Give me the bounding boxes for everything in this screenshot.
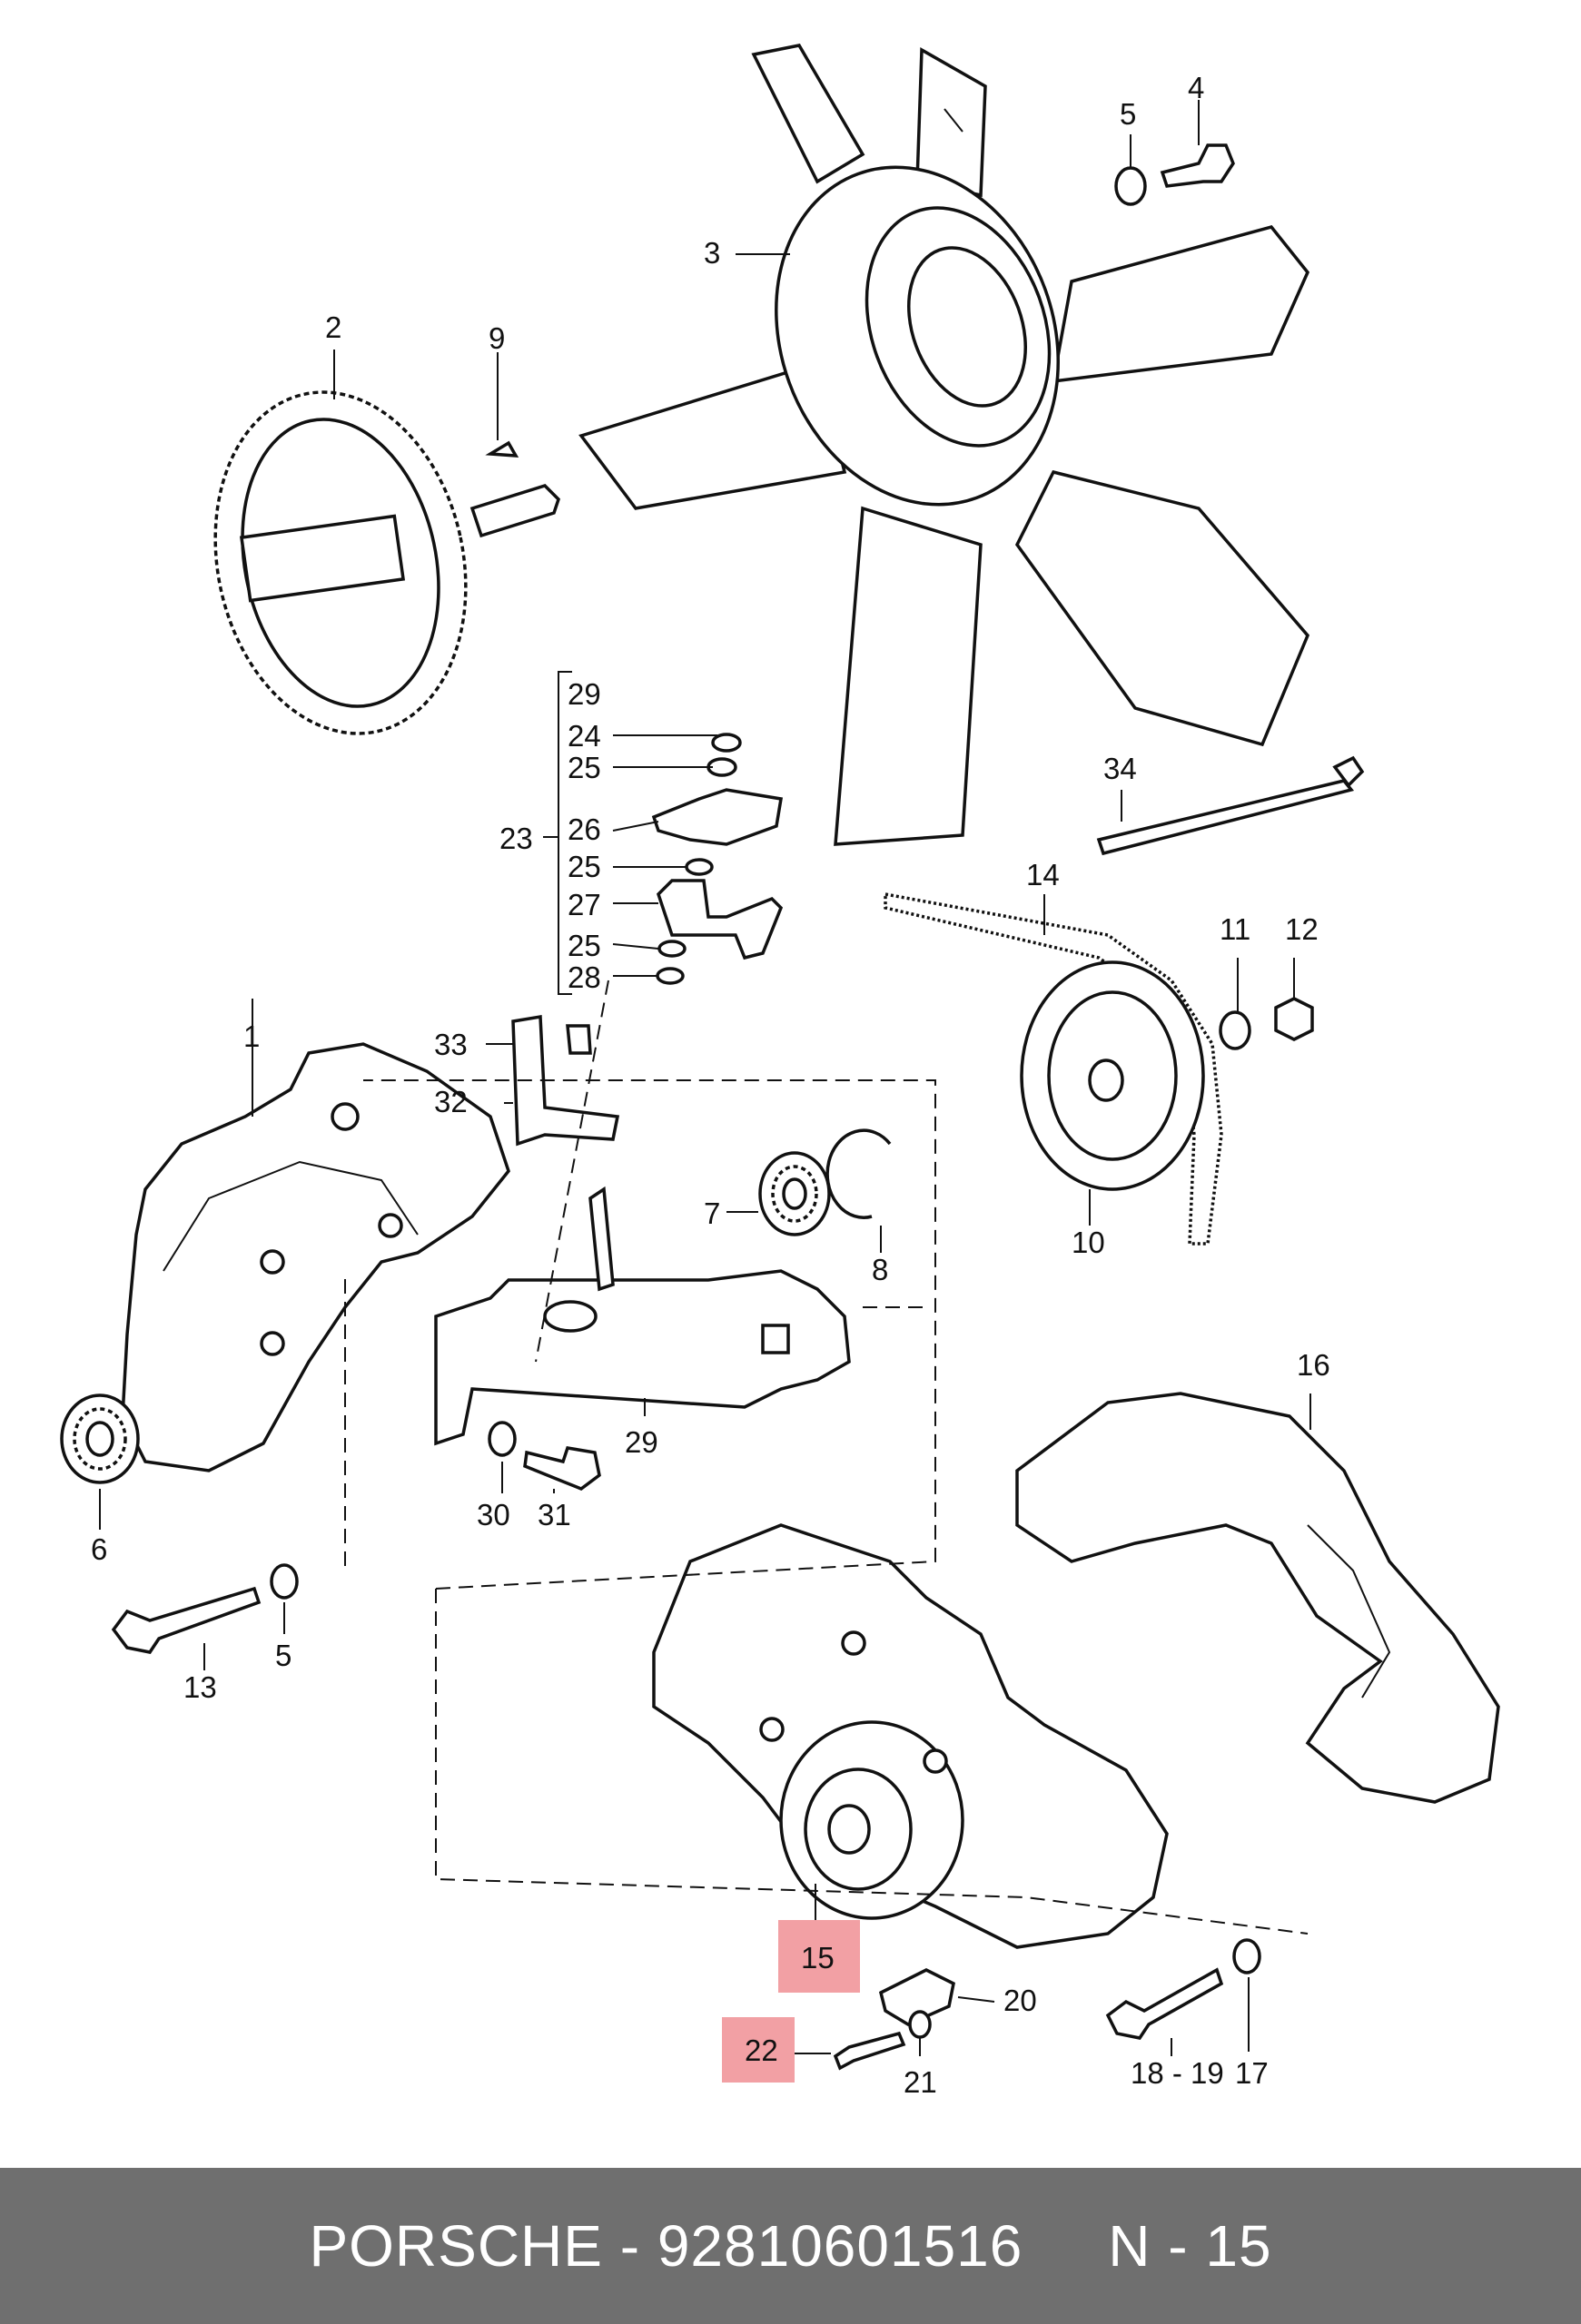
washer-part-5b <box>270 1563 299 1600</box>
footer-bar: PORSCHE - 92810601516 N - 15 <box>0 2168 1581 2324</box>
bracket-part-32 <box>511 1014 620 1147</box>
callout-25c: 25 <box>568 929 601 962</box>
water-pump-part-15 <box>652 1523 1169 1949</box>
callout-33: 33 <box>434 1028 468 1061</box>
washer-part-17 <box>1232 1938 1261 1974</box>
callout-21: 21 <box>904 2065 937 2099</box>
bolt-part-31 <box>523 1446 601 1491</box>
viscous-clutch-part-2 <box>213 390 561 735</box>
nut-part-12 <box>1274 997 1314 1041</box>
screw-part-22 <box>833 2031 906 2071</box>
callout-26: 26 <box>568 812 601 846</box>
callout-28: 28 <box>568 960 601 994</box>
callout-29a: 29 <box>568 677 601 711</box>
callout-25b: 25 <box>568 850 601 883</box>
washer-part-21 <box>908 2010 932 2039</box>
bolt-part-4 <box>1114 143 1235 206</box>
callout-4: 4 <box>1188 71 1204 104</box>
callout-17: 17 <box>1235 2056 1269 2090</box>
callout-13: 13 <box>183 1670 217 1704</box>
parts-diagram: 1 2 3 4 5 5 6 7 8 9 10 11 12 13 14 15 16… <box>60 44 1500 2099</box>
callout-34: 34 <box>1103 752 1137 785</box>
bolt-part-18-19 <box>1105 1967 1224 2040</box>
callout-31: 31 <box>538 1498 571 1531</box>
bracket-part-20 <box>878 1968 955 2026</box>
callout-3: 3 <box>704 236 720 270</box>
circlip-part-8 <box>825 1128 892 1219</box>
bracket-part-1 <box>121 1042 510 1472</box>
bearing-part-7 <box>758 1151 831 1236</box>
pulley-part-10 <box>1020 960 1205 1191</box>
callout-32: 32 <box>434 1085 468 1118</box>
callout-8: 8 <box>872 1253 888 1286</box>
callout-15: 15 <box>801 1941 835 1974</box>
callout-11: 11 <box>1220 912 1250 946</box>
callout-5a: 5 <box>1120 97 1136 131</box>
callout-1: 1 <box>243 1019 260 1053</box>
callout-18-19: 18 - 19 <box>1131 2056 1224 2090</box>
callout-25a: 25 <box>568 751 601 784</box>
mount-bracket-part-29 <box>434 1186 851 1446</box>
callout-20: 20 <box>1003 1984 1037 2017</box>
washer-part-11 <box>1219 1010 1251 1050</box>
gasket-part-16 <box>1015 1392 1500 1804</box>
callout-29b: 29 <box>625 1425 658 1459</box>
assembly-guide-lines <box>344 980 1309 1935</box>
footer-part-number: PORSCHE - 92810601516 N - 15 <box>309 2213 1272 2279</box>
highlight-part-22 <box>722 2017 795 2083</box>
washer-part-30 <box>488 1421 517 1457</box>
fan-part-3 <box>578 44 1310 846</box>
callout-14: 14 <box>1026 858 1060 891</box>
callout-27: 27 <box>568 888 601 921</box>
bolt-part-13 <box>111 1586 262 1654</box>
bearing-part-6 <box>60 1393 140 1484</box>
bracket-assembly-23 <box>543 671 784 995</box>
callout-23: 23 <box>499 822 533 855</box>
callout-12: 12 <box>1285 912 1319 946</box>
leader-lines <box>99 100 1311 2056</box>
callout-6: 6 <box>91 1532 107 1566</box>
callout-9: 9 <box>489 321 505 355</box>
callout-labels: 1 2 3 4 5 5 6 7 8 9 10 11 12 13 14 15 16… <box>91 71 1330 2099</box>
callout-22: 22 <box>745 2034 778 2067</box>
rod-part-34 <box>1096 755 1365 856</box>
highlight-part-15 <box>778 1920 860 1993</box>
callout-16: 16 <box>1297 1348 1330 1382</box>
callout-5b: 5 <box>275 1639 291 1672</box>
callout-7: 7 <box>704 1196 720 1230</box>
callout-2: 2 <box>325 310 341 344</box>
callout-30: 30 <box>477 1498 510 1531</box>
callout-24: 24 <box>568 719 601 753</box>
callout-10: 10 <box>1072 1226 1105 1259</box>
